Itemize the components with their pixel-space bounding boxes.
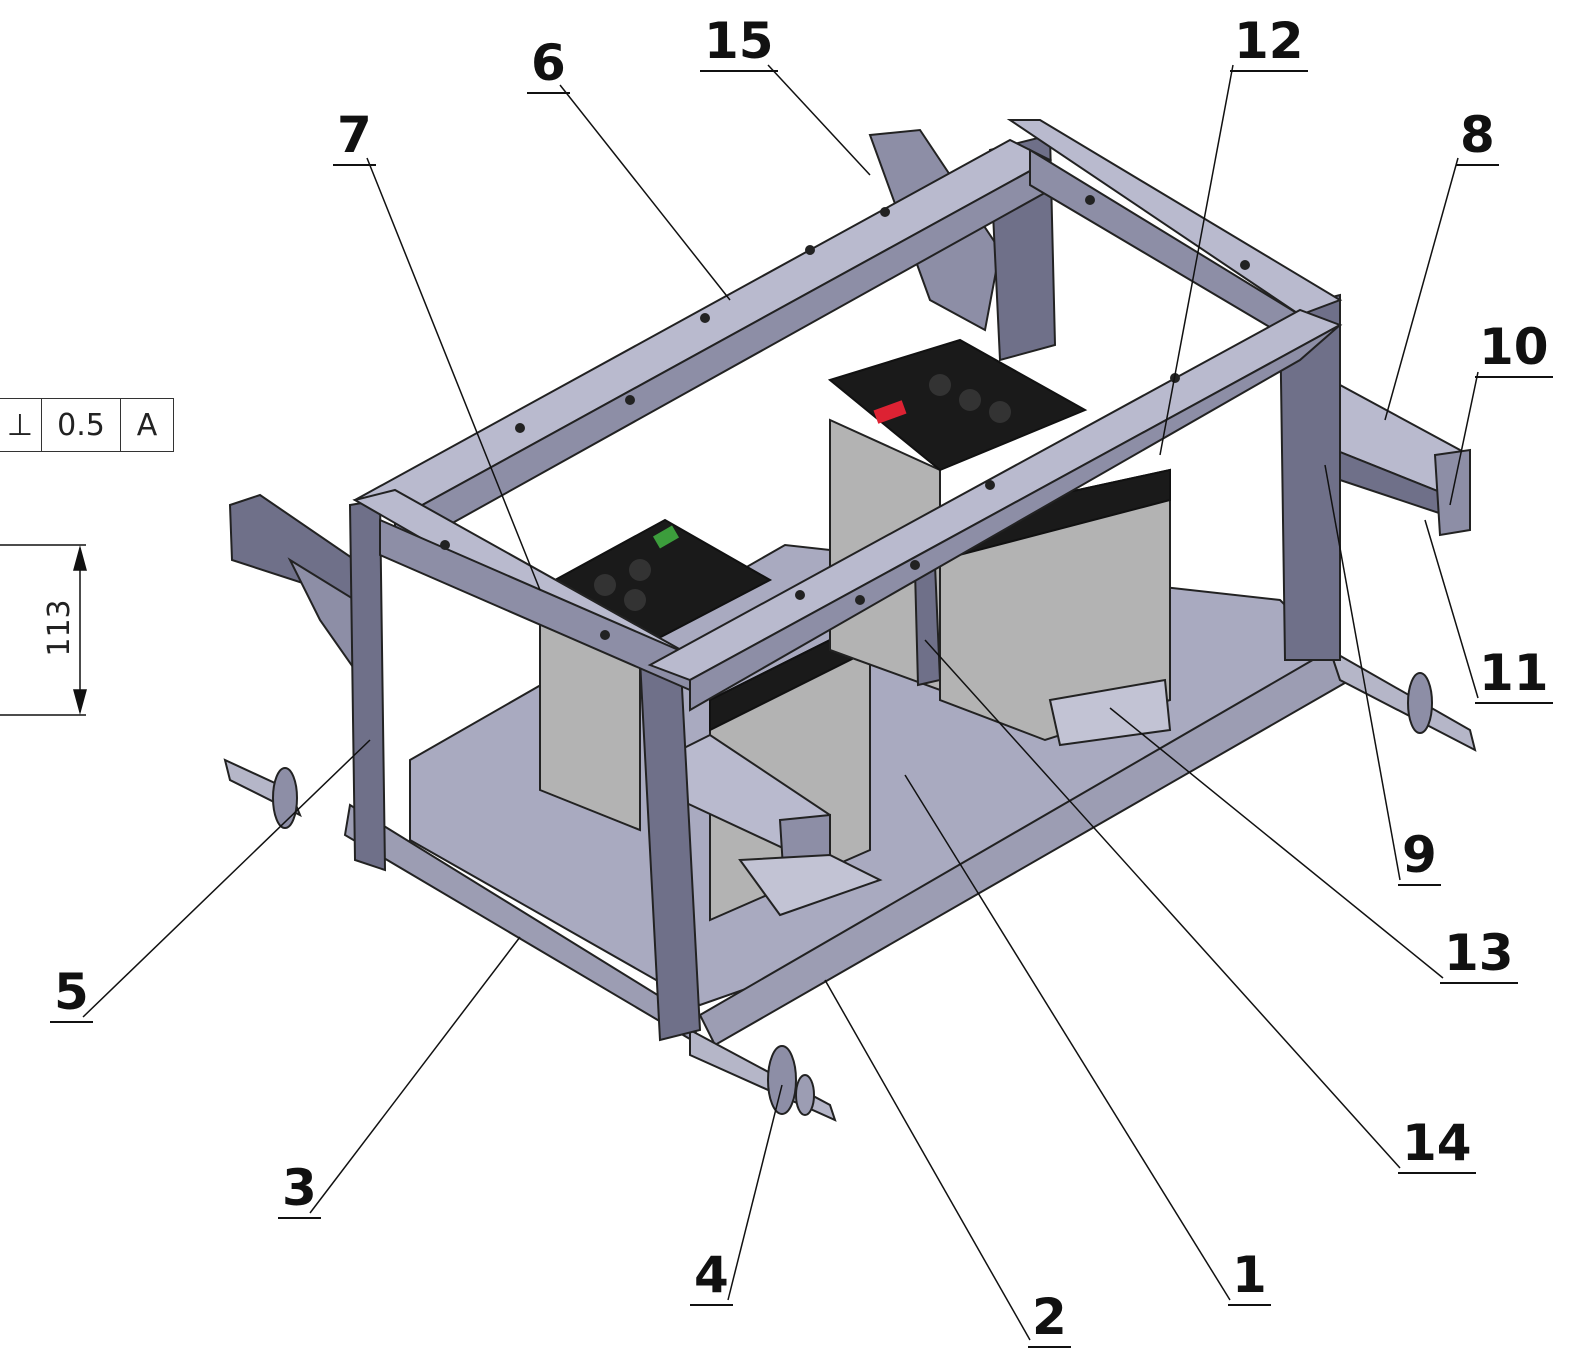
tolerance-value: 0.5 — [41, 399, 120, 451]
balloon-12: 12 — [1230, 16, 1308, 72]
axle-right — [1328, 647, 1477, 752]
balloon-9: 9 — [1398, 830, 1441, 886]
balloon-8: 8 — [1456, 110, 1499, 166]
dimension-value: 113 — [42, 599, 77, 657]
post-mid — [913, 563, 942, 687]
balloon-5: 5 — [50, 967, 93, 1023]
axle-front — [689, 1028, 837, 1122]
balloon-10: 10 — [1475, 322, 1553, 378]
datum-reference: A — [120, 399, 173, 451]
front-arm — [679, 733, 883, 917]
balloon-6: 6 — [527, 38, 570, 94]
balloon-3: 3 — [278, 1163, 321, 1219]
balloon-2: 2 — [1028, 1292, 1071, 1348]
balloon-14: 14 — [1398, 1118, 1476, 1174]
feature-control-frame: ⊥ 0.5 A — [0, 398, 174, 452]
balloon-7: 7 — [333, 110, 376, 166]
balloon-11: 11 — [1475, 648, 1553, 704]
dimension-113 — [0, 544, 87, 716]
perpendicularity-symbol: ⊥ — [0, 399, 41, 451]
axle-left — [223, 758, 302, 829]
balloon-1: 1 — [1228, 1250, 1271, 1306]
bolt-holes — [440, 195, 1250, 640]
balloon-13: 13 — [1440, 928, 1518, 984]
balloon-15: 15 — [700, 16, 778, 72]
battery-left — [539, 518, 871, 922]
balloon-4: 4 — [690, 1250, 733, 1306]
top-frame — [352, 119, 1343, 712]
left-bracket — [228, 493, 356, 674]
leader-lines — [82, 64, 1479, 1341]
